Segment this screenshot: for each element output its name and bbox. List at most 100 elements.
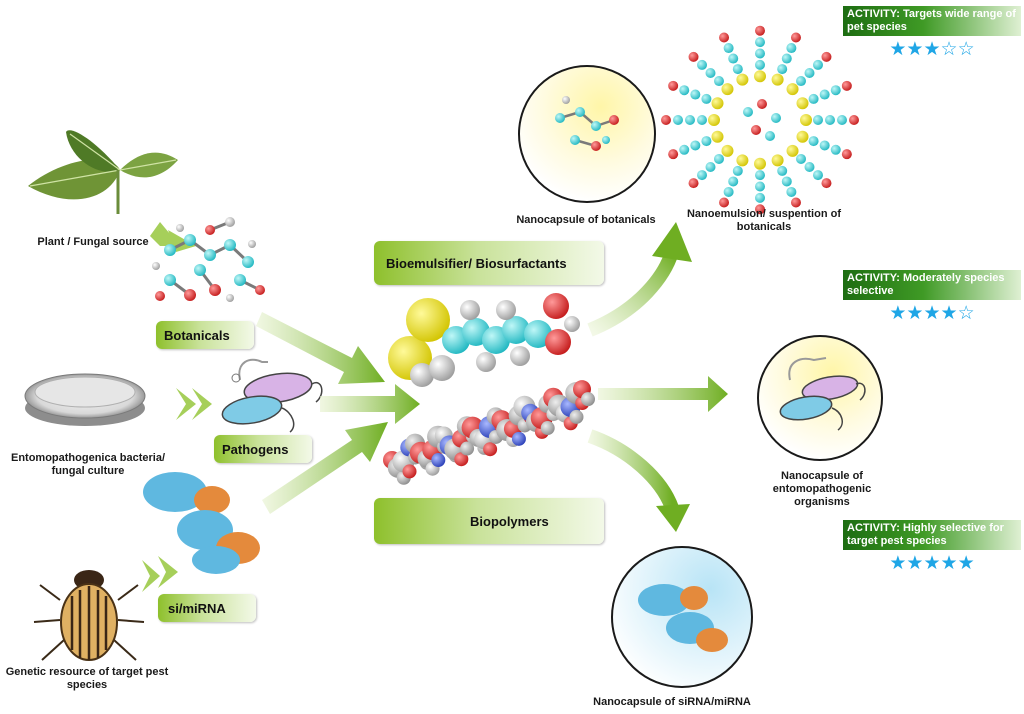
emulsion-atom — [721, 144, 734, 157]
emulsion-atom — [685, 115, 695, 125]
emulsion-core-atom — [743, 107, 753, 117]
emulsion-atom — [813, 115, 823, 125]
emulsion-atom — [796, 97, 809, 110]
emulsion-atom — [736, 73, 749, 86]
star-filled-icon: ★ — [940, 553, 958, 574]
emulsion-atom — [796, 76, 807, 87]
polymer-atom — [402, 464, 417, 479]
petri-dish-image — [24, 373, 146, 426]
botanicals-label: Botanicals — [156, 321, 254, 349]
nanoemulsion-label: Nanoemulsion/ suspention of botanicals — [686, 208, 841, 233]
emulsion-atom — [719, 197, 730, 208]
star-filled-icon: ★ — [940, 303, 958, 324]
emulsion-atom — [668, 80, 679, 91]
emulsion-atom — [755, 59, 765, 70]
emulsion-atom — [804, 67, 815, 78]
biosurfactant-molecule — [388, 293, 580, 387]
emulsion-atom — [732, 64, 743, 75]
emulsion-atom — [732, 165, 743, 176]
emulsion-atom — [713, 153, 724, 164]
emulsion-core-atom — [751, 125, 761, 135]
nanocapsule-entomo-image — [757, 335, 883, 461]
polymer-atom — [569, 409, 584, 424]
pathogens-image — [221, 358, 323, 433]
polymer-atom — [511, 431, 526, 446]
bacteria-source-label: Entomopathogenica bacteria/ fungal cultu… — [10, 452, 166, 477]
star-filled-icon: ★ — [889, 39, 907, 60]
emulsion-atom — [819, 140, 830, 151]
emulsion-atom — [830, 85, 841, 96]
star-filled-icon: ★ — [889, 553, 907, 574]
emulsion-atom — [690, 140, 701, 151]
star-filled-icon: ★ — [957, 553, 975, 574]
emulsion-atom — [812, 170, 823, 181]
beetle-image — [33, 570, 145, 661]
emulsion-atom — [668, 149, 679, 160]
emulsion-atom — [808, 93, 819, 104]
emulsion-atom — [736, 154, 749, 167]
emulsion-atom — [754, 157, 766, 170]
polymer-atom — [454, 452, 469, 467]
emulsion-atom — [708, 114, 720, 126]
activity-text-2: ACTIVITY: Moderately species selective — [843, 270, 1021, 300]
star-filled-icon: ★ — [923, 39, 941, 60]
emulsion-atom — [837, 115, 847, 125]
emulsion-atom — [786, 43, 797, 54]
rating-stars-2: ★★★★☆ — [843, 302, 1021, 325]
pathogens-label: Pathogens — [214, 435, 312, 463]
emulsion-atom — [841, 149, 852, 160]
emulsion-atom — [701, 93, 712, 104]
star-filled-icon: ★ — [906, 303, 924, 324]
emulsion-atom — [819, 89, 830, 100]
nanocapsule-botanicals-label: Nanocapsule of botanicals — [516, 214, 656, 226]
emulsion-atom — [673, 115, 683, 125]
emulsion-atom — [808, 136, 819, 147]
emulsion-atom — [755, 181, 765, 192]
polymer-atom — [431, 453, 446, 468]
emulsion-atom — [841, 80, 852, 91]
polymer-atom — [483, 442, 498, 457]
emulsion-atom — [796, 130, 809, 143]
emulsion-atom — [701, 136, 712, 147]
emulsion-atom — [777, 64, 788, 75]
nanocapsule-entomo-label: Nanocapsule of entomopathogenic organism… — [772, 470, 872, 508]
star-filled-icon: ★ — [906, 553, 924, 574]
emulsion-atom — [711, 97, 724, 110]
nanocapsule-sirna-image — [611, 546, 753, 688]
pest-source-label: Genetic resource of target pest species — [5, 666, 169, 691]
emulsion-atom — [821, 178, 832, 189]
emulsion-atom — [705, 162, 716, 173]
leaf-image — [28, 130, 178, 214]
star-empty-icon: ☆ — [940, 39, 958, 60]
biopolymers-label: Biopolymers — [374, 498, 604, 544]
emulsion-atom — [679, 144, 690, 155]
emulsion-atom — [688, 51, 699, 62]
emulsion-atom — [697, 59, 708, 70]
bioemulsifier-label: Bioemulsifier/ Biosurfactants — [374, 241, 604, 285]
activity-text-1: ACTIVITY: Targets wide range of pet spec… — [843, 6, 1021, 36]
emulsion-atom — [723, 43, 734, 54]
converging-arrows — [256, 312, 420, 514]
emulsion-atom — [777, 165, 788, 176]
emulsion-atom — [821, 51, 832, 62]
outgoing-arrows — [587, 222, 728, 532]
emulsion-atom — [771, 154, 784, 167]
nanoemulsion-image — [661, 25, 859, 215]
emulsion-atom — [849, 115, 859, 125]
rating-stars-1: ★★★☆☆ — [843, 38, 1021, 61]
emulsion-atom — [719, 32, 730, 43]
emulsion-atom — [697, 115, 707, 125]
emulsion-atom — [754, 70, 766, 83]
botanicals-molecule — [152, 217, 265, 302]
emulsion-atom — [728, 176, 739, 187]
star-filled-icon: ★ — [923, 303, 941, 324]
emulsion-atom — [688, 178, 699, 189]
emulsion-atom — [755, 37, 765, 48]
emulsion-atom — [713, 76, 724, 87]
emulsion-atom — [723, 186, 734, 197]
emulsion-atom — [697, 170, 708, 181]
emulsion-atom — [800, 114, 812, 126]
emulsion-atom — [721, 83, 734, 96]
emulsion-atom — [728, 53, 739, 64]
plant-source-label: Plant / Fungal source — [37, 236, 149, 248]
